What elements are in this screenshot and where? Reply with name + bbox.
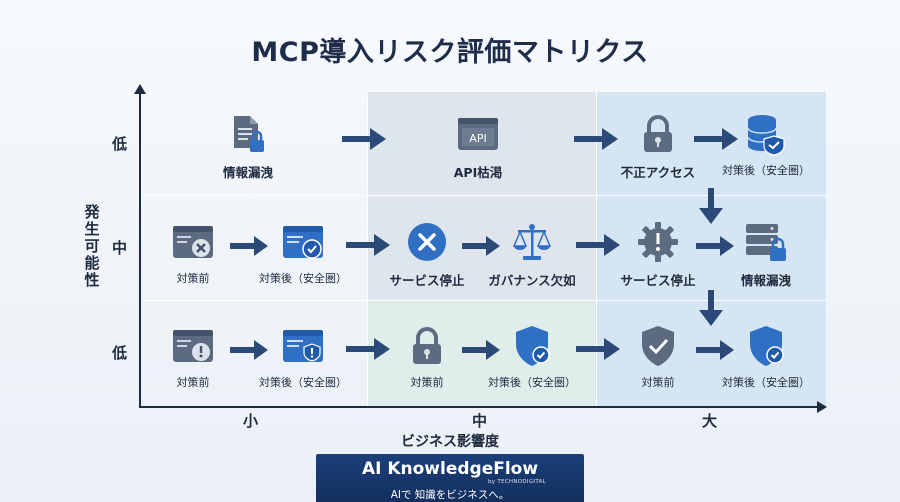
y-tick-bottom: 低 [112, 344, 128, 362]
y-axis-arrow [134, 84, 146, 94]
node-label: サービス停止 [620, 273, 696, 288]
flow-arrow [696, 340, 734, 360]
flow-arrow [574, 128, 618, 150]
node-before-bottom-2: 対策前 [367, 324, 487, 390]
node-label: サービス停止 [389, 273, 465, 288]
x-tick-large: 大 [702, 412, 718, 430]
x-axis [139, 406, 819, 408]
node-label: ガバナンス欠如 [488, 273, 576, 288]
node-info-leak-top: 情報漏洩 [188, 112, 308, 181]
node-label: 対策後（安全圏） [259, 272, 347, 285]
y-tick-middle: 中 [112, 239, 128, 257]
grid-vline [596, 92, 597, 408]
y-axis [139, 92, 141, 408]
flow-arrow [576, 234, 620, 256]
node-label: 対策前 [641, 376, 675, 389]
flow-arrow [462, 340, 500, 360]
high-impact-column [596, 92, 826, 408]
shield-check-icon [510, 324, 554, 368]
flow-arrow [694, 128, 738, 150]
server-lock-icon [744, 220, 788, 264]
flow-arrow [230, 340, 268, 360]
node-label: 情報漏洩 [740, 273, 791, 288]
node-label: 対策後（安全圏） [722, 164, 810, 177]
flow-arrow [696, 236, 734, 256]
node-after-bottom-2: 対策後（安全圏） [472, 324, 592, 390]
y-axis-label: 発生可能性 [84, 203, 100, 289]
api-window-icon: API [456, 112, 500, 156]
node-label: 対策前 [176, 376, 210, 389]
x-tick-small: 小 [243, 412, 259, 430]
node-label: 不正アクセス [620, 165, 696, 180]
padlock-icon [636, 112, 680, 156]
shield-check-icon [744, 324, 788, 368]
node-label: 対策後（安全圏） [259, 376, 347, 389]
window-check-icon [281, 220, 325, 264]
padlock-icon [405, 324, 449, 368]
node-label: 対策前 [410, 376, 444, 389]
flow-arrow [576, 338, 620, 360]
node-before-middle: 対策前 [133, 220, 253, 286]
grid-line [140, 300, 826, 301]
node-label: 情報漏洩 [222, 165, 273, 180]
flow-arrow [230, 236, 268, 256]
x-tick-medium: 中 [472, 412, 488, 430]
node-governance-lack: ガバナンス欠如 [472, 220, 592, 289]
node-info-leak-middle: 情報漏洩 [706, 220, 826, 289]
node-label: API枯渇 [453, 165, 503, 180]
node-after-bottom-1: 対策後（安全圏） [243, 324, 363, 390]
node-after-bottom-3: 対策後（安全圏） [706, 324, 826, 390]
flow-arrow [342, 128, 386, 150]
x-axis-label: ビジネス影響度 [401, 434, 499, 450]
node-label: 対策後（安全圏） [488, 376, 576, 389]
node-service-stop: サービス停止 [367, 220, 487, 289]
window-warning-icon [171, 220, 215, 264]
gear-alert-icon [636, 220, 680, 264]
flow-arrow [462, 236, 500, 256]
grid-vline [367, 92, 368, 408]
flow-arrow-down [699, 290, 723, 326]
database-shield-icon [744, 112, 788, 156]
brand-by: by TECHNODIGITAL [487, 479, 546, 485]
flow-arrow [346, 338, 390, 360]
node-api-exhaust: API API枯渇 [418, 112, 538, 181]
node-after-safe-top: 対策後（安全圏） [706, 112, 826, 178]
node-label: 対策前 [176, 272, 210, 285]
node-unauthorized-access: 不正アクセス [598, 112, 718, 181]
node-before-bottom-3: 対策前 [598, 324, 718, 390]
brand-name: AI KnowledgeFlow [361, 459, 539, 479]
shield-check-gray-icon [636, 324, 680, 368]
low-medium-cell [368, 302, 596, 408]
scale-icon [510, 220, 554, 264]
y-tick-top: 低 [112, 135, 128, 153]
brand-banner: AI KnowledgeFlow by TECHNODIGITAL AIで 知識… [316, 454, 584, 502]
page-title: MCP導入リスク評価マトリクス [251, 37, 649, 68]
x-axis-arrow [817, 401, 827, 413]
document-lock-icon [226, 112, 270, 156]
grid-line [140, 195, 826, 196]
node-label: 対策後（安全圏） [722, 376, 810, 389]
window-alert-icon [171, 324, 215, 368]
node-before-bottom-1: 対策前 [133, 324, 253, 390]
node-after-middle: 対策後（安全圏） [243, 220, 363, 286]
node-service-stop-high: サービス停止 [598, 220, 718, 289]
api-icon-text: API [469, 132, 486, 145]
flow-arrow-down [699, 188, 723, 224]
brand-tagline: AIで 知識をビジネスへ。 [390, 489, 510, 501]
flow-arrow [346, 234, 390, 256]
stop-circle-icon [405, 220, 449, 264]
window-shield-icon [281, 324, 325, 368]
